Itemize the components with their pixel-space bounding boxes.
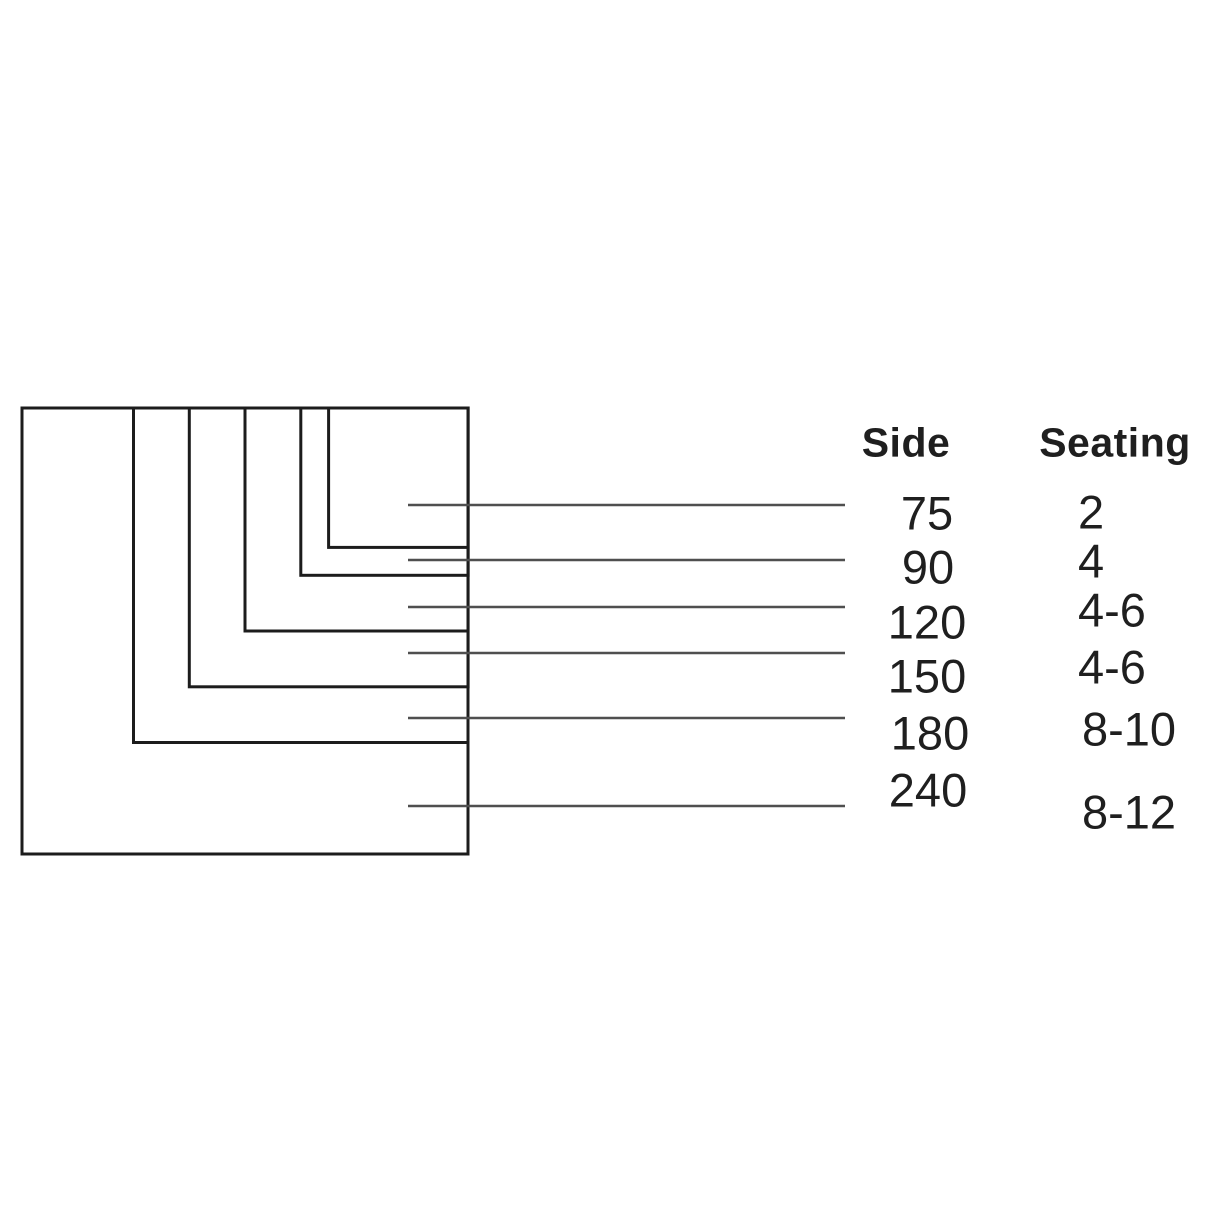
- side-value-75: 75: [900, 486, 954, 540]
- side-value-120: 120: [887, 595, 967, 649]
- seating-value-row-6: 8-12: [1082, 785, 1177, 839]
- size-square-75: [327, 406, 470, 549]
- seating-value-row-4: 4-6: [1078, 640, 1146, 694]
- seating-value-row-2: 4: [1078, 534, 1105, 588]
- size-square-90: [299, 406, 470, 577]
- seating-value-row-3: 4-6: [1078, 583, 1146, 637]
- seating-column-header: Seating: [1039, 419, 1191, 466]
- side-value-180: 180: [890, 706, 970, 760]
- seating-value-row-5: 8-10: [1082, 702, 1177, 756]
- size-square-120: [243, 406, 470, 633]
- side-column-header: Side: [861, 419, 951, 466]
- side-value-150: 150: [887, 649, 967, 703]
- side-value-90: 90: [901, 540, 955, 594]
- seating-value-row-1: 2: [1078, 485, 1105, 539]
- side-value-240: 240: [888, 763, 968, 817]
